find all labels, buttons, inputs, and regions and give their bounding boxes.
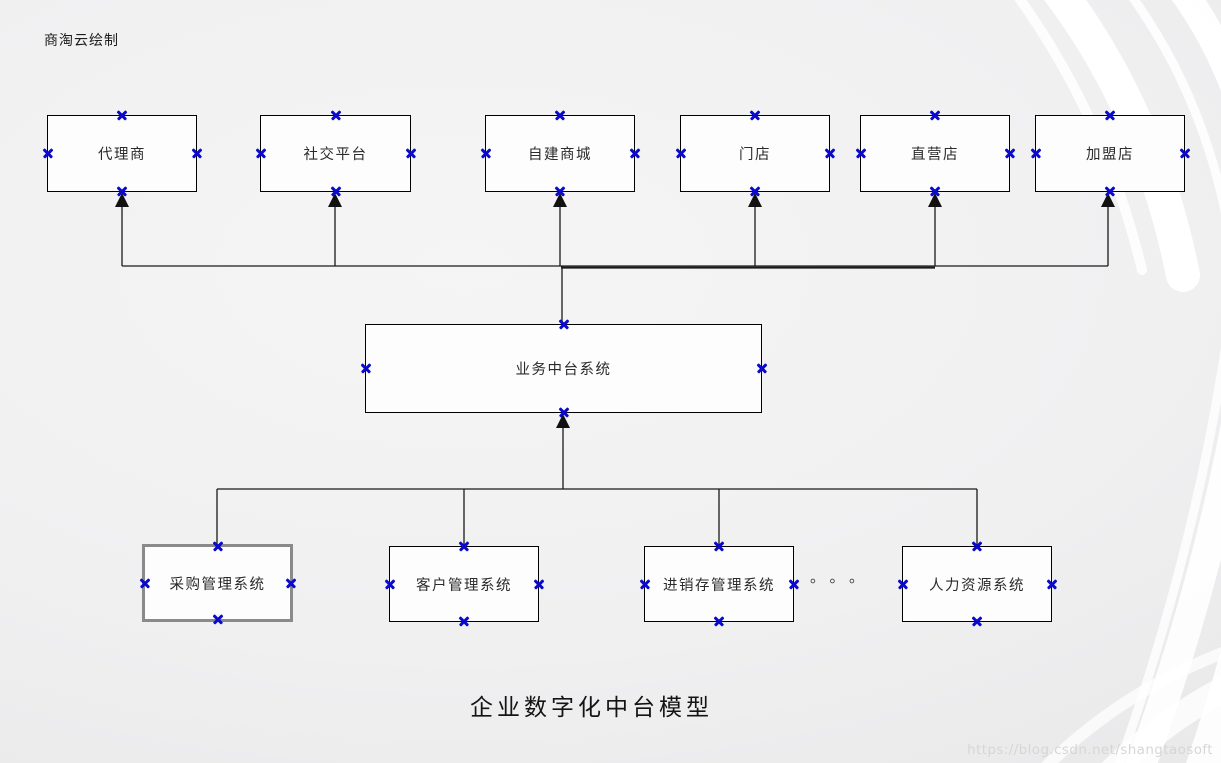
- connection-point-icon: [212, 541, 224, 553]
- connection-point-icon: [788, 578, 800, 590]
- node-procurement-system: 采购管理系统: [142, 544, 293, 622]
- connection-point-icon: [1046, 578, 1058, 590]
- connection-point-icon: [554, 110, 566, 122]
- connection-point-icon: [139, 577, 151, 589]
- connection-point-icon: [713, 616, 725, 628]
- author-credit-label: 商淘云绘制: [44, 33, 119, 49]
- connection-point-icon: [458, 541, 470, 553]
- connection-point-icon: [971, 616, 983, 628]
- node-label: 进销存管理系统: [663, 577, 775, 594]
- watermark-url: https://blog.csdn.net/shangtaosoft: [967, 742, 1213, 758]
- node-direct-store: 直营店: [860, 115, 1010, 192]
- connection-point-icon: [1104, 186, 1116, 198]
- connection-point-icon: [756, 363, 768, 375]
- connection-point-icon: [929, 110, 941, 122]
- node-label: 直营店: [911, 147, 959, 163]
- node-franchise-store: 加盟店: [1035, 115, 1185, 192]
- connection-point-icon: [191, 148, 203, 160]
- node-label: 代理商: [98, 147, 146, 163]
- connection-point-icon: [554, 186, 566, 198]
- connection-point-icon: [1030, 148, 1042, 160]
- node-social-platform: 社交平台: [260, 115, 411, 192]
- connection-point-icon: [458, 616, 470, 628]
- node-label: 客户管理系统: [416, 577, 512, 594]
- connection-point-icon: [384, 578, 396, 590]
- connection-point-icon: [285, 577, 297, 589]
- connection-point-icon: [42, 148, 54, 160]
- connection-point-icon: [405, 148, 417, 160]
- connection-point-icon: [212, 614, 224, 626]
- connection-point-icon: [255, 148, 267, 160]
- node-store: 门店: [680, 115, 830, 192]
- node-label: 人力资源系统: [929, 577, 1025, 594]
- connection-point-icon: [749, 186, 761, 198]
- node-label: 采购管理系统: [169, 576, 266, 593]
- bottom-bus-lines: [216, 428, 978, 546]
- node-label: 自建商城: [528, 147, 592, 163]
- node-inventory-system: 进销存管理系统: [644, 546, 794, 622]
- node-label: 门店: [739, 147, 771, 163]
- connection-point-icon: [971, 541, 983, 553]
- top-bus-lines: [121, 206, 1109, 323]
- node-customer-system: 客户管理系统: [389, 546, 539, 622]
- connection-point-icon: [533, 578, 545, 590]
- connection-point-icon: [1104, 110, 1116, 122]
- connection-point-icon: [929, 186, 941, 198]
- ellipsis-dots: 。。。: [810, 568, 877, 586]
- connection-point-icon: [897, 578, 909, 590]
- connection-point-icon: [116, 110, 128, 122]
- connection-point-icon: [749, 110, 761, 122]
- connection-point-icon: [558, 407, 570, 419]
- node-agent: 代理商: [47, 115, 197, 192]
- node-label: 社交平台: [303, 147, 368, 163]
- node-business-middle-platform: 业务中台系统: [365, 324, 762, 413]
- arrowhead-icon: [115, 193, 1115, 428]
- connection-point-icon: [824, 148, 836, 160]
- node-label: 业务中台系统: [515, 362, 612, 378]
- connection-point-icon: [675, 148, 687, 160]
- connection-point-icon: [1004, 148, 1016, 160]
- connection-point-icon: [330, 110, 342, 122]
- diagram-title: 企业数字化中台模型: [470, 695, 713, 721]
- node-hr-system: 人力资源系统: [902, 546, 1052, 622]
- connection-point-icon: [639, 578, 651, 590]
- connection-point-icon: [330, 186, 342, 198]
- connection-point-icon: [558, 319, 570, 331]
- node-self-built-mall: 自建商城: [485, 115, 635, 192]
- connection-point-icon: [629, 148, 641, 160]
- node-label: 加盟店: [1086, 147, 1134, 163]
- connection-point-icon: [360, 363, 372, 375]
- connection-point-icon: [480, 148, 492, 160]
- connection-point-icon: [116, 186, 128, 198]
- connection-point-icon: [855, 148, 867, 160]
- connection-point-icon: [713, 541, 725, 553]
- connection-point-icon: [1179, 148, 1191, 160]
